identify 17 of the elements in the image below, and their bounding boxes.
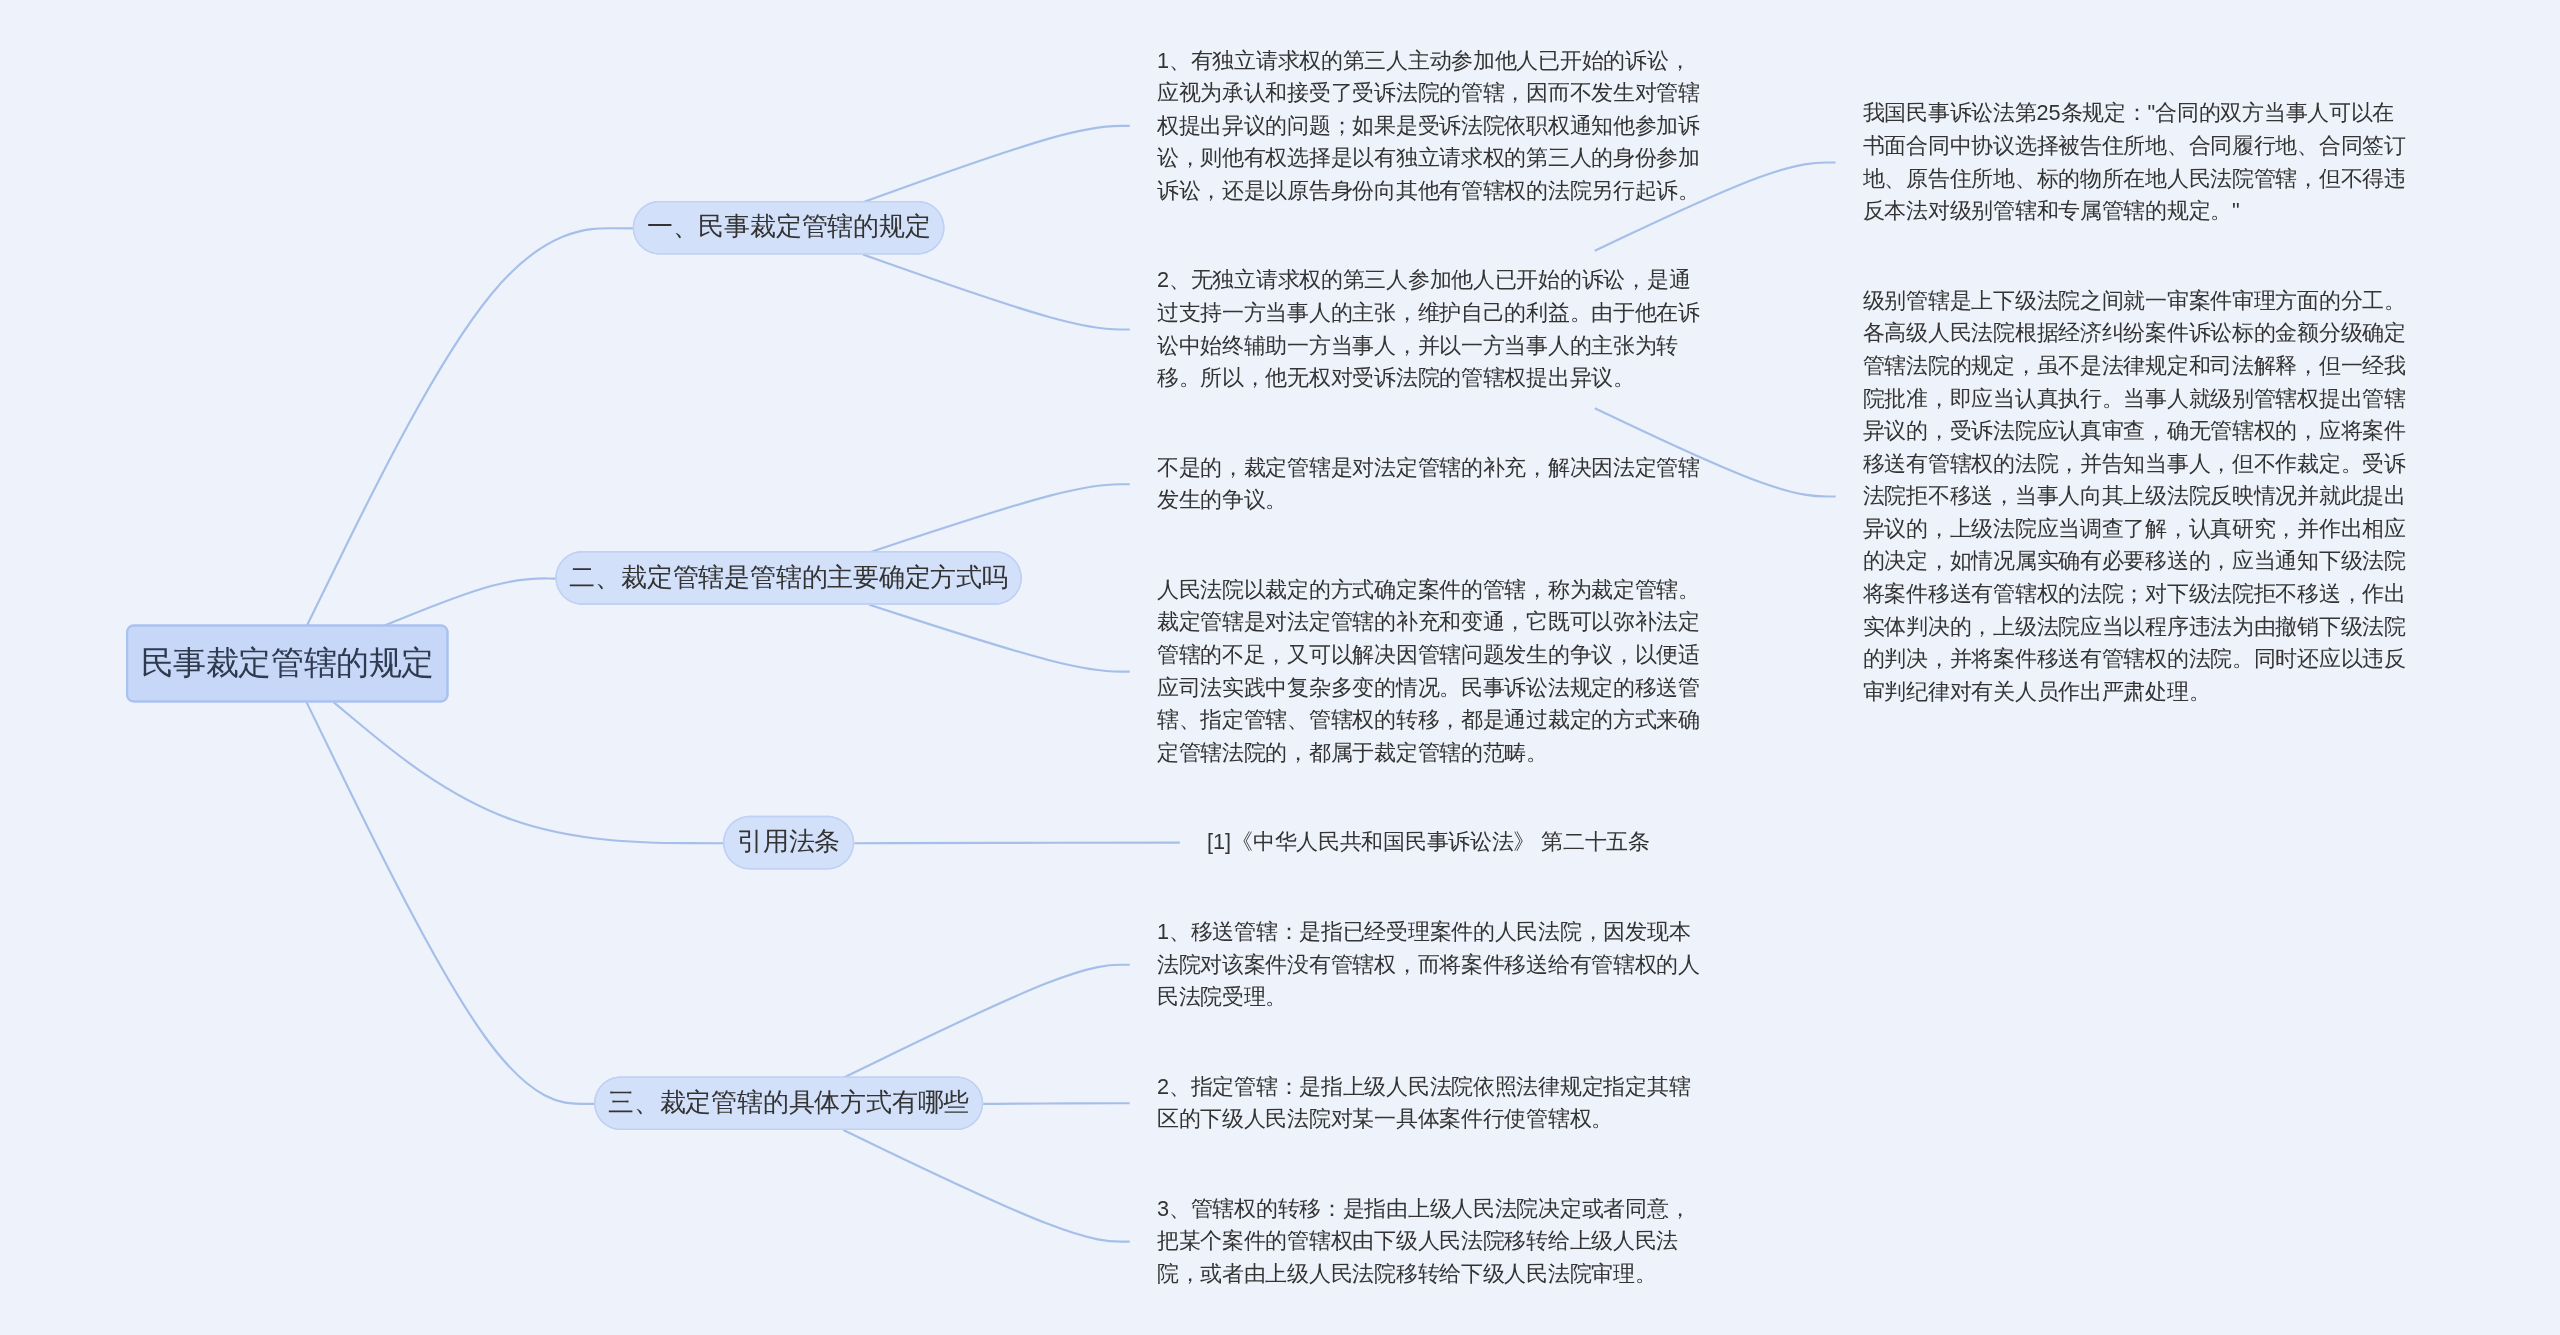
node-text: 级别管辖是上下级法院之间就一审案件审理方面的分工。各高级人民法院根据经济纠纷案件诉讼标的金额分级确定管辖法院的规定，虽不是法律规定和司法解释，但一经我院批准，即应当认真执行。当事人就级别管辖权提出管辖异议的，受诉法院应认真审查，确无管辖权的，应将案件移送有管辖权的法院，并告知当事人，但不作裁定。受诉法院拒不移送，当事人向其上级法院反映情况并就此提出异议的，上级法院应当调查了解，认真研究，并作出相应的决定，如情况属实确有必要移送的，应当通知下级法院将案件移送有管辖权的法院；对下级法院拒不移送，作出实体判决的，上级法院应当以程序违法为由撤销下级法院的判决，并将案件移送有管辖权的法院。同时还应以违反审判纪律对有关人员作出严肃处理。 xyxy=(1862,288,2406,703)
node-text: 2、指定管辖：是指上级人民法院依照法律规定指定其辖区的下级人民法院对某一具体案件行使管辖权。 xyxy=(1156,1074,1691,1131)
connector xyxy=(983,1102,1130,1105)
node-text: 不是的，裁定管辖是对法定管辖的补充，解决因法定管辖发生的争议。 xyxy=(1156,455,1700,512)
node-text: 2、无独立请求权的第三人参加他人已开始的诉讼，是通过支持一方当事人的主张，维护自己的利益。由于他在诉讼中始终辅助一方当事人，并以一方当事人的主张为转移。所以，他无权对受诉法院的管辖权提出异议。 xyxy=(1156,268,1700,390)
node-text: 我国民事诉讼法第25条规定："合同的双方当事人可以在书面合同中协议选择被告住所地、合同履行地、合同签订地、原告住所地、标的物所在地人民法院管辖，但不得违反本法对级别管辖和专属管辖的规定。" xyxy=(1862,101,2406,223)
connector xyxy=(862,253,1130,331)
connector xyxy=(854,841,1180,845)
node-text: 3、管辖权的转移：是指由上级人民法院决定或者同意，把某个案件的管辖权由下级人民法院移转给上级人民法院，或者由上级人民法院移转给下级人民法院审理。 xyxy=(1156,1196,1691,1286)
node-text: [1]《中华人民共和国民事诉讼法》 第二十五条 xyxy=(1206,830,1650,854)
node-text: 1、有独立请求权的第三人主动参加他人已开始的诉讼，应视为承认和接受了受诉法院的管辖，因而不发生对管辖权提出异议的问题；如果是受诉法院依职权通知他参加诉讼，则他有权选择是以有独立请求权的第三人的身份参加诉讼，还是以原告身份向其他有管辖权的法院另行起诉。 xyxy=(1156,48,1700,202)
connector xyxy=(842,1129,1130,1243)
connector xyxy=(868,603,1130,673)
connector xyxy=(1594,161,1836,252)
node-text: 1、移送管辖：是指已经受理案件的人民法院，因发现本法院对该案件没有管辖权，而将案件移送给有管辖权的人民法院受理。 xyxy=(1156,919,1700,1009)
connector xyxy=(1594,407,1836,498)
node-text: 人民法院以裁定的方式确定案件的管辖，称为裁定管辖。裁定管辖是对法定管辖的补充和变通，它既可以弥补法定管辖的不足，又可以解决因管辖问题发生的争议，以便适应司法实践中复杂多变的情况。民事诉讼法规定的移送管辖、指定管辖、管辖权的转移，都是通过裁定的方式来确定管辖法院的，都属于裁定管辖的范畴。 xyxy=(1156,577,1700,764)
